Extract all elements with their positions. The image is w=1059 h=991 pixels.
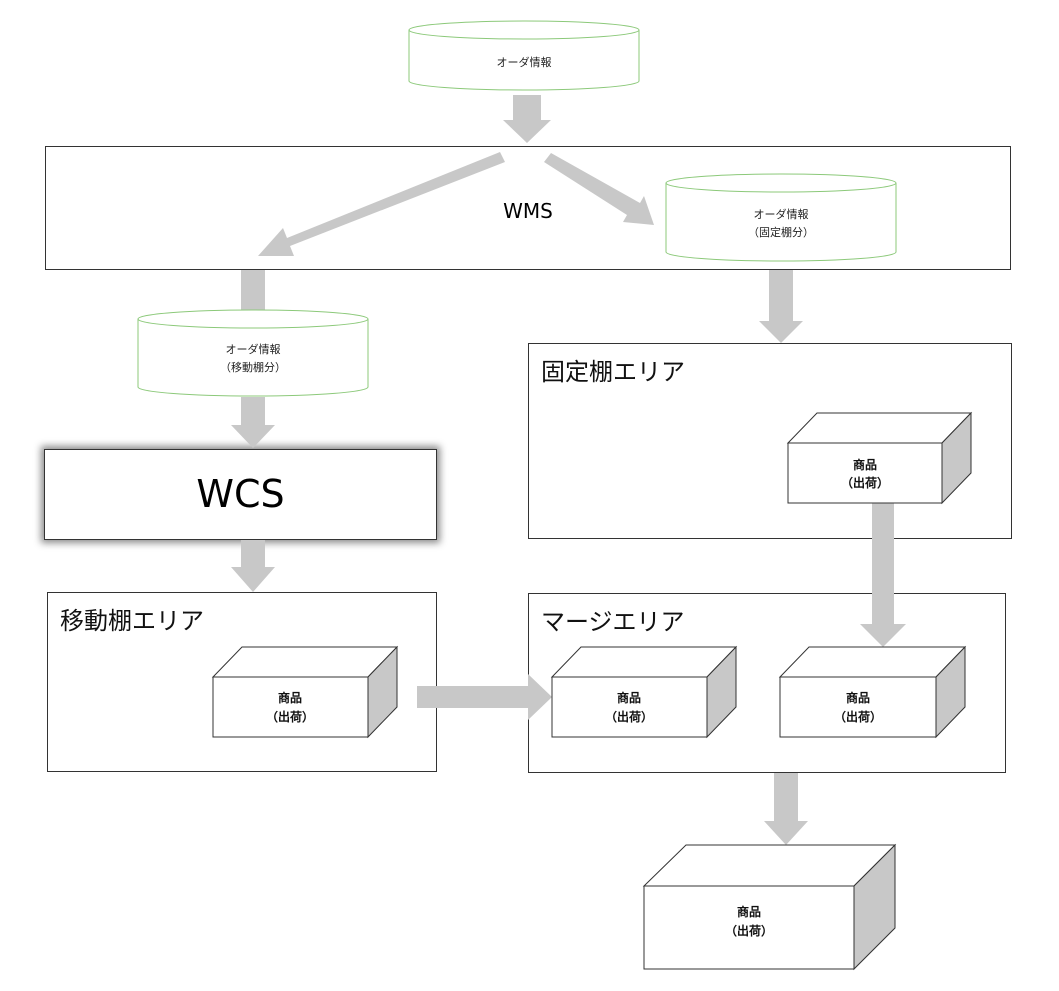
product-mobile-sublabel: （出荷） [266,709,314,724]
product-box-merge-left: 商品 （出荷） [550,645,738,739]
fixed-shelf-area-title: 固定棚エリア [541,358,685,386]
fixed-order-info-cylinder: オーダ情報 （固定棚分） [665,173,897,262]
fixed-order-info-label: オーダ情報 [754,207,809,221]
down-arrow-wcs-to-mobile-area [231,540,275,592]
product-mobile-label: 商品 [278,690,302,705]
mobile-shelf-area-title: 移動棚エリア [60,607,204,635]
mobile-order-info-cylinder: オーダ情報 （移動棚分） [137,309,369,397]
down-arrow-fixed-product-to-merge [860,503,906,647]
merge-area-title: マージエリア [541,608,685,636]
mobile-order-info-sublabel: （移動棚分） [220,360,286,374]
product-fixed-label: 商品 [853,457,877,472]
diagonal-arrow-wms-to-mobile [258,152,505,256]
product-fixed-sublabel: （出荷） [841,475,889,490]
wcs-box: WCS [44,449,437,540]
product-merge-right-label: 商品 [846,690,870,705]
product-box-mobile: 商品 （出荷） [211,645,399,739]
product-final-sublabel: （出荷） [725,923,773,938]
wms-label: WMS [503,199,553,223]
product-merge-right-sublabel: （出荷） [834,709,882,724]
product-merge-left-label: 商品 [617,690,641,705]
mobile-order-info-label: オーダ情報 [226,342,281,356]
product-box-merge-right: 商品 （出荷） [778,645,967,739]
fixed-order-info-sublabel: （固定棚分） [748,225,814,239]
down-arrow-mobile-cylinder-to-wcs [231,397,275,448]
right-arrow-mobile-to-merge [417,674,552,720]
down-arrow-order-to-wms [503,95,551,143]
connector-wms-to-mobile-cylinder [241,270,265,310]
product-box-fixed: 商品 （出荷） [786,411,973,505]
diagonal-arrow-wms-to-fixed [544,153,654,225]
order-info-label: オーダ情報 [497,55,552,69]
order-info-cylinder: オーダ情報 [408,20,640,91]
product-final-label: 商品 [737,904,761,919]
down-arrow-merge-to-final [764,773,808,845]
fixed-shelf-area: 固定棚エリア [528,343,1012,539]
product-box-final: 商品 （出荷） [642,843,897,971]
down-arrow-fixed-cylinder-to-area [759,270,803,343]
wcs-label: WCS [196,472,285,516]
product-merge-left-sublabel: （出荷） [605,709,653,724]
